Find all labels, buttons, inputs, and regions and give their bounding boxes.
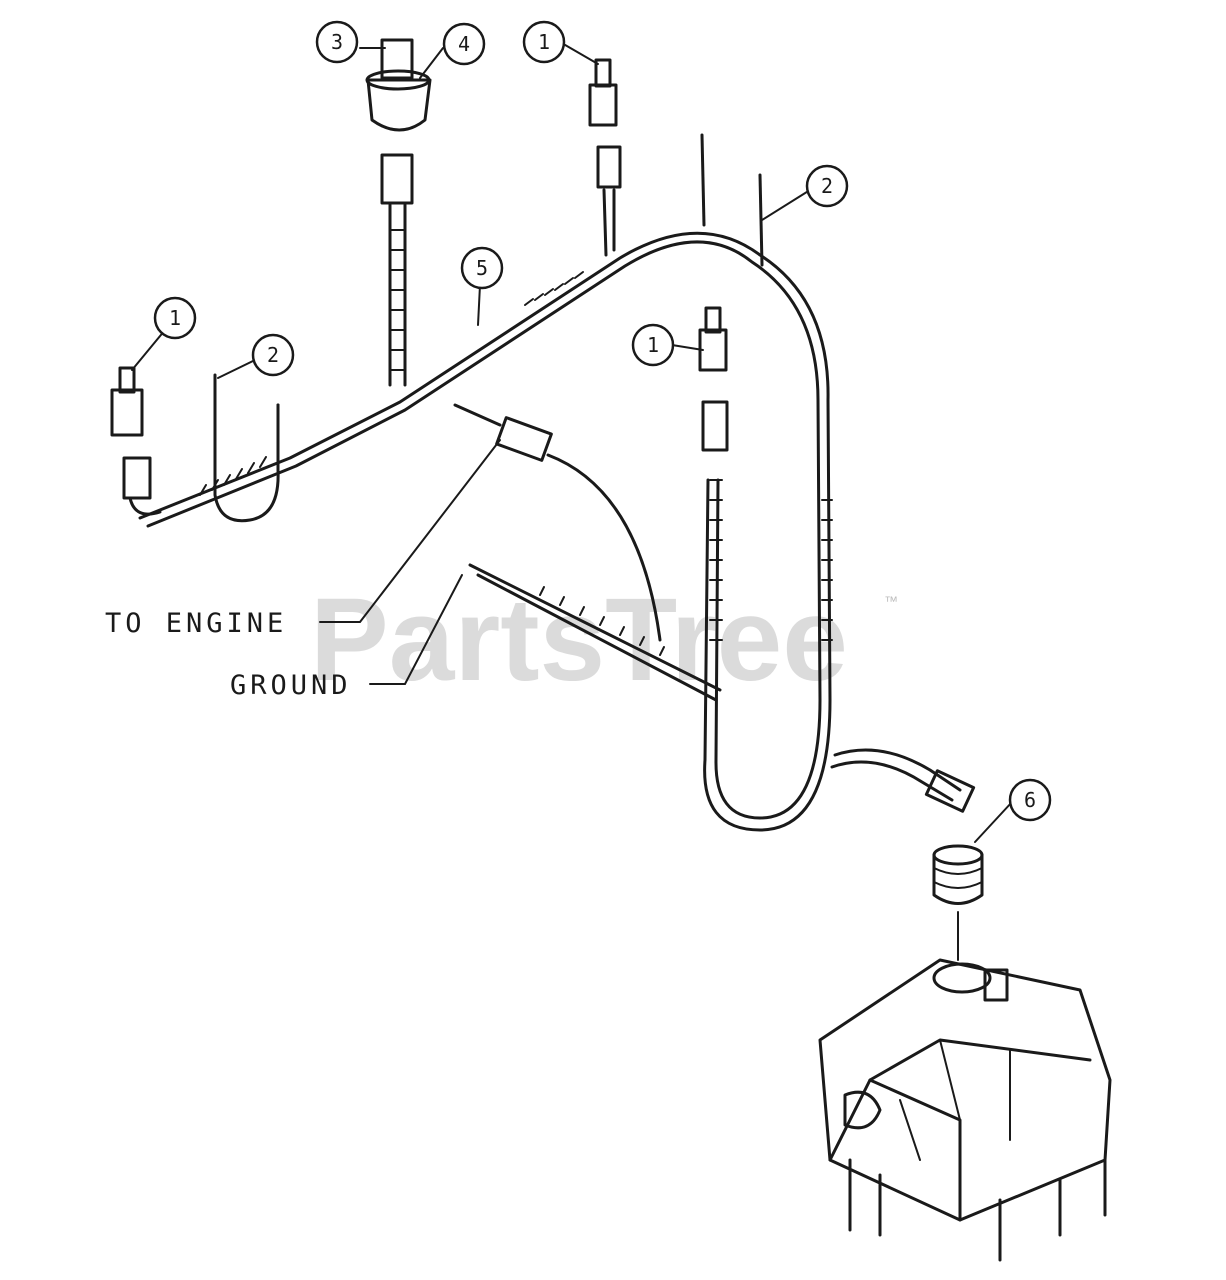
top-connector xyxy=(588,58,622,257)
watermark-trademark: ™ xyxy=(884,593,898,609)
svg-text:2: 2 xyxy=(821,174,833,198)
callout-3: 3 xyxy=(315,20,359,64)
middle-connector xyxy=(698,306,729,452)
engine-block xyxy=(818,958,1112,1262)
svg-text:6: 6 xyxy=(1024,788,1036,812)
svg-text:3: 3 xyxy=(331,30,343,54)
main-harness xyxy=(138,231,962,832)
connector-six xyxy=(924,769,984,961)
callout-5: 5 xyxy=(460,246,504,290)
watermark-text: PartsTree xyxy=(310,574,848,706)
svg-text:1: 1 xyxy=(538,30,550,54)
callout-2-right: 2 xyxy=(805,164,849,208)
callout-1-top: 1 xyxy=(522,20,566,64)
svg-text:4: 4 xyxy=(458,32,470,56)
svg-text:1: 1 xyxy=(647,333,659,357)
label-ground: GROUND xyxy=(230,670,352,701)
ground-wires xyxy=(128,133,764,702)
label-leaders xyxy=(131,41,1013,843)
callout-2-left: 2 xyxy=(251,333,295,377)
svg-text:5: 5 xyxy=(476,256,488,280)
left-connector xyxy=(110,366,152,500)
callout-1-middle: 1 xyxy=(631,323,675,367)
callout-4: 4 xyxy=(442,22,486,66)
svg-text:2: 2 xyxy=(267,343,279,367)
callout-1-left: 1 xyxy=(153,296,197,340)
callout-6: 6 xyxy=(1008,778,1052,822)
ignition-switch xyxy=(365,38,432,387)
label-to-engine: TO ENGINE xyxy=(105,608,287,639)
svg-text:1: 1 xyxy=(169,306,181,330)
